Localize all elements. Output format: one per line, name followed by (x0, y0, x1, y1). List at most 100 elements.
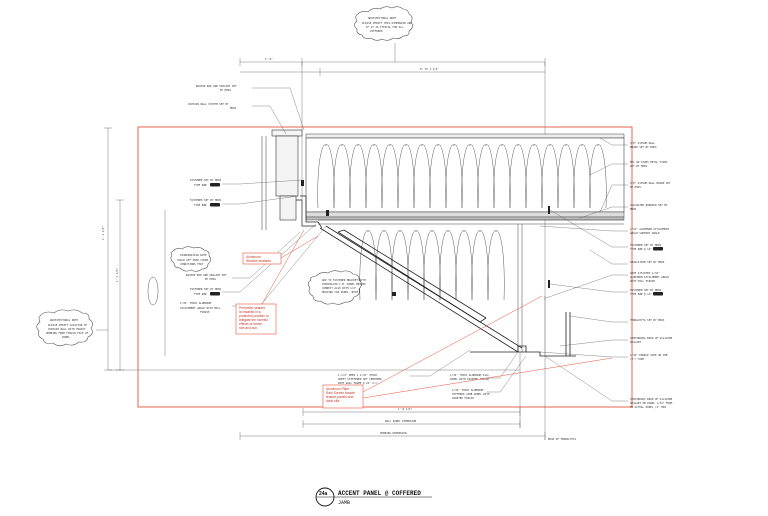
callout-left-10: BY MODS (205, 277, 216, 281)
callouts-left: BACKUP ROD AND SEALANT SET BY MODS CURTA… (180, 84, 237, 314)
insulation-loop (455, 230, 473, 301)
cloud-coord-line-3: CONDITIONS THAT (180, 262, 204, 266)
callout-left-8: TYPE ### (194, 203, 207, 207)
cloud-center-line-1: ADD TO FASTENER BRACKET WITH (322, 278, 366, 282)
left-badges (210, 183, 220, 296)
callout-center-3: WITH WALL FRAME @ 24" O.C. (338, 381, 379, 385)
dim-bottom-1: 1'-0 1/4" (398, 407, 412, 411)
insulation-loop (359, 230, 377, 301)
dim-bottom-3: OPENING DIMENSION (380, 431, 407, 435)
callout-right-1: 5/8" GYPSUM WALL (630, 141, 655, 145)
callout-right-22: 1/32" DOUBLE SIDE OR VHB (630, 353, 668, 357)
insulation-loop (375, 230, 393, 301)
callout-left-14: ATTACHMENT ANGLE WITH MILL (180, 306, 221, 310)
insulation-loop (317, 144, 335, 209)
title-block: 24a ACCENT PANEL @ COFFERED JAMB (315, 487, 432, 507)
left-dimensions (104, 127, 520, 371)
fasteners (301, 180, 550, 296)
redline-note-2: Perimeter sealant is installed in a prot… (235, 229, 305, 335)
red-note-2-line-5: effects of driven (239, 322, 262, 326)
callout-center-1: 1-1/2" DEEP x 1/32" THICK (338, 373, 377, 377)
wall-assembly-upper (305, 133, 625, 221)
sill-panel (470, 312, 576, 357)
insulation-loop (477, 144, 495, 209)
cloud-center-line-4: MOLDING CAP PANEL. BOTH (322, 290, 358, 294)
callout-left-11: FASTENER SET BY MODS (190, 287, 222, 291)
callout-right-14: SHOP ATTACHED 1/32" (630, 271, 660, 275)
cloud-note-left: ARCHITECTURAL NOTE PLEASE VERIFY LOCATIO… (36, 309, 93, 347)
callout-right-12: TYPE ### @ 12" O.C. (630, 247, 660, 251)
insulation-loop (471, 230, 489, 301)
wall-assembly-lower (318, 219, 624, 356)
detail-number: 24a (319, 491, 328, 497)
callout-left-9: BACKUP ROD AND SEALANT SET (186, 273, 227, 277)
callout-right-17: FASTENER SET BY MODS (630, 288, 662, 292)
insulation-loop (365, 144, 383, 209)
callout-left-1: BACKUP ROD AND SEALANT SET (196, 84, 237, 88)
callout-right-4: SET BY MODS (630, 164, 648, 168)
leaders-center (410, 349, 527, 393)
insulation-loop (397, 144, 415, 209)
red-note-3-line-3: feature panels and (326, 395, 353, 399)
insulation-loop (487, 230, 505, 301)
insulation-loop (493, 144, 511, 209)
redline-boundary (137, 126, 633, 408)
callout-right-15: ALUMINUM ATTACHMENT ANGLE (630, 275, 669, 279)
insulation-loop (407, 230, 425, 301)
callout-right-18: TYPE ### @ 12" O.C. (630, 292, 660, 296)
bottom-dimensions (239, 352, 546, 440)
red-note-3-line-1: Aluminum Plate (326, 387, 349, 391)
insulation-loop (381, 144, 399, 209)
callout-left-3: CURTAIN WALL SYSTEM SET BY (188, 102, 229, 106)
red-note-2-line-2: is installed in a (239, 310, 261, 314)
insulation-loop (557, 144, 575, 209)
callout-right-13: INSULATION SET BY MODS (630, 260, 665, 264)
callout-right-5: 5/8" GYPSUM WALL BOARD SET (630, 181, 671, 185)
insulation-loop (589, 144, 607, 209)
cloud-left-line-3: CURTAIN WALL WITH TRUSSY (48, 327, 86, 331)
callout-center-5: PANEL WITH PAINTED FINISH (450, 377, 489, 381)
callout-left-13: 1/32" THICK ALUMINUM (180, 301, 212, 305)
redline-note-3: Aluminum Plate Rain Screen facade featur… (322, 295, 613, 409)
cloud-top-line-4: COFFERED (370, 29, 383, 33)
callout-center-4: 1/32" THICK ALUMINUM SILL (450, 373, 489, 377)
callout-right-3: MTL OR STUDS METAL STUDS (630, 160, 668, 164)
callout-right-9: 1/32" ALUMINUM ATTACHMENT (630, 227, 669, 231)
callouts-center: 1-1/2" DEEP x 1/32" THICK SHEET STIFFENE… (338, 373, 490, 400)
callout-right-24: CONTINUOUS BEAD OF SILICONE (630, 397, 673, 401)
callout-right-10: ANGLE SUPPORT ANGLE (630, 231, 660, 235)
callout-right-25: SEALANT ON PANEL 1/32" FROM (630, 401, 673, 405)
callout-right-8: MODS (630, 207, 637, 211)
coffered-jamb-panel (319, 225, 523, 353)
insulation-loop (445, 144, 463, 209)
callout-left-7: FASTENER SET BY MODS (190, 198, 222, 202)
red-note-2-line-4: mitigate the harmful (239, 318, 268, 322)
left-marker-ellipse (147, 276, 159, 306)
curtain-wall-mullion (261, 129, 303, 230)
callout-left-15: FINISH (200, 310, 210, 314)
red-note-2-line-6: rain and sun. (239, 326, 258, 330)
callout-left-5: FASTENER SET BY MODS (190, 178, 222, 182)
right-badges (653, 247, 663, 296)
insulation-upper (317, 144, 607, 209)
callout-left-6: TYPE ### (194, 183, 207, 187)
insulation-loop (525, 144, 543, 209)
dim-bottom-2: WALL PANEL DIMENSION (385, 419, 417, 423)
insulation-loop (413, 144, 431, 209)
insulation-loop (423, 230, 441, 301)
insulation-loop (461, 144, 479, 209)
dim-top-2: 6" TO 1 1/2" (420, 67, 439, 71)
dim-top-1: 1'-6" (265, 57, 273, 61)
callout-center-6: 1/32" THICK ALUMINUM (452, 388, 484, 392)
red-note-1-line-1: Aluminum (246, 255, 261, 259)
dim-bottom-4: EDGE OF TERRACOTTA (548, 437, 577, 441)
cloud-coord-line-1: COORDINATION NOTE (180, 253, 207, 257)
detail-subtitle: JAMB (338, 500, 350, 506)
callout-right-6: BY MODS (630, 185, 641, 189)
callout-center-2: SHEET STIFFENER SET CENTERED (338, 377, 382, 381)
insulation-loop (509, 144, 527, 209)
cloud-top-line-3: IF IT IS TYPICAL FOR ALL (366, 25, 404, 29)
leaders-right (539, 137, 628, 402)
callout-right-7: AIR/WATER BARRIER SET BY (630, 203, 668, 207)
